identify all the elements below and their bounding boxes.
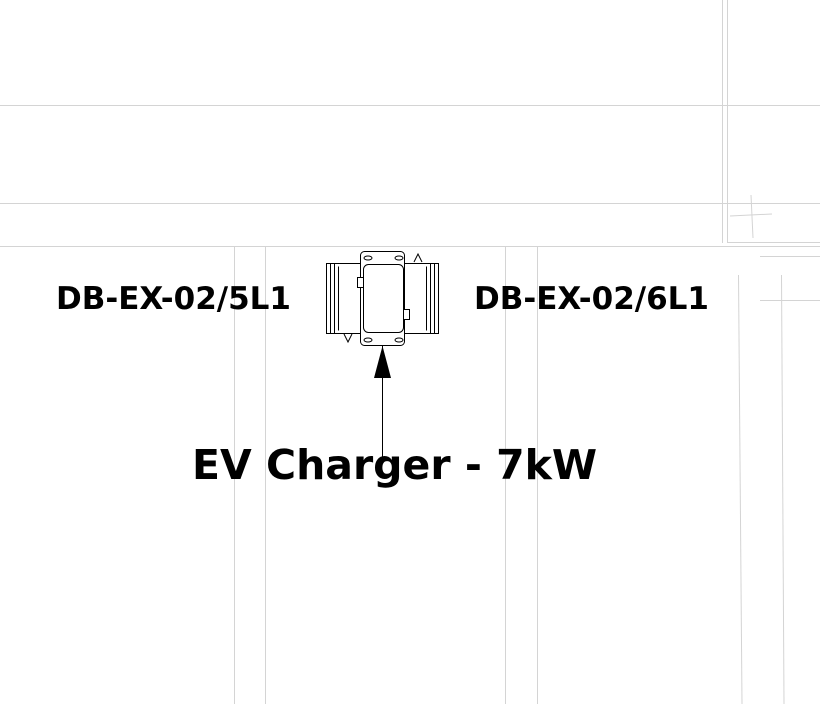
circuit-label-right: DB-EX-02/6L1 xyxy=(474,281,709,317)
device-label: EV Charger - 7kW xyxy=(192,441,598,489)
leader-arrow xyxy=(374,345,391,460)
ev-charger-symbol[interactable] xyxy=(326,251,439,346)
circuit-label-left: DB-EX-02/5L1 xyxy=(56,281,291,317)
